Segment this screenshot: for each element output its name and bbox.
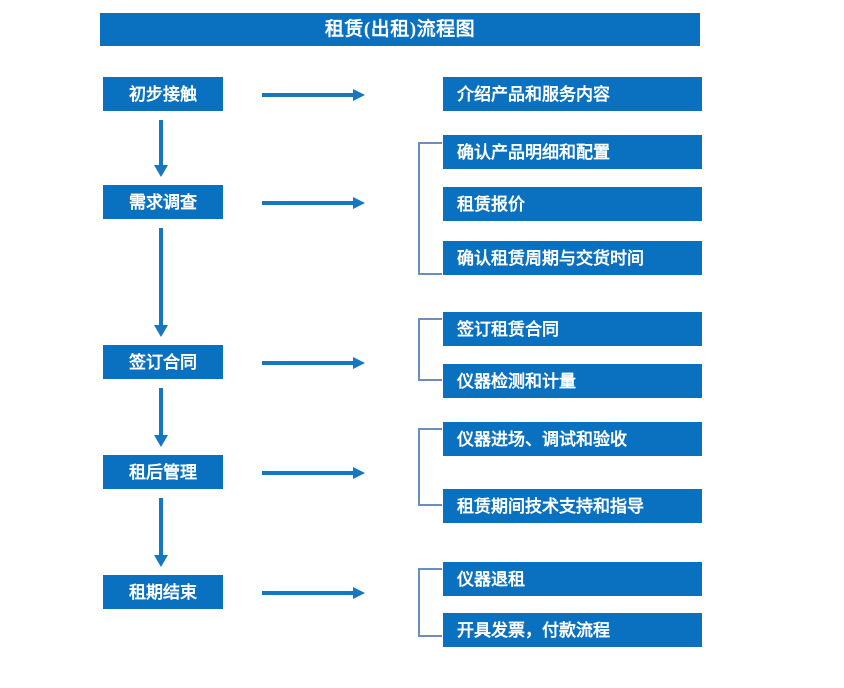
arrow-shaft [262,361,354,365]
down-arrow-icon [154,388,168,447]
right-arrow-icon [262,466,365,480]
detail-box[interactable]: 仪器进场、调试和验收 [443,422,702,456]
detail-box[interactable]: 租赁期间技术支持和指导 [443,489,702,523]
arrow-shaft [262,201,354,205]
detail-box[interactable]: 签订租赁合同 [443,312,702,346]
down-arrow-icon [154,120,168,177]
stage-box[interactable]: 租期结束 [103,575,223,609]
arrow-shaft [159,120,163,167]
detail-box[interactable]: 租赁报价 [443,187,702,221]
arrow-shaft [262,471,354,475]
arrow-head [353,587,365,599]
arrow-head [154,435,168,447]
group-bracket [418,318,442,381]
stage-box[interactable]: 签订合同 [103,345,223,379]
stage-box[interactable]: 租后管理 [103,455,223,489]
down-arrow-icon [154,498,168,567]
arrow-shaft [159,228,163,327]
arrow-head [353,357,365,369]
arrow-head [353,89,365,101]
arrow-head [353,197,365,209]
stage-box[interactable]: 需求调查 [103,185,223,219]
right-arrow-icon [262,88,365,102]
arrow-shaft [262,591,354,595]
detail-box[interactable]: 确认产品明细和配置 [443,135,702,169]
right-arrow-icon [262,196,365,210]
group-bracket [418,568,442,637]
down-arrow-icon [154,228,168,337]
detail-box[interactable]: 开具发票，付款流程 [443,613,702,647]
arrow-head [154,165,168,177]
detail-box[interactable]: 介绍产品和服务内容 [443,77,702,111]
group-bracket [418,428,442,506]
right-arrow-icon [262,586,365,600]
page-title: 租赁(出租)流程图 [100,13,700,46]
arrow-head [353,467,365,479]
arrow-shaft [159,498,163,557]
detail-box[interactable]: 确认租赁周期与交货时间 [443,241,702,275]
detail-box[interactable]: 仪器检测和计量 [443,364,702,398]
detail-box[interactable]: 仪器退租 [443,562,702,596]
arrow-head [154,325,168,337]
group-bracket [418,142,442,275]
stage-box[interactable]: 初步接触 [103,77,223,111]
arrow-shaft [262,93,354,97]
arrow-head [154,555,168,567]
right-arrow-icon [262,356,365,370]
arrow-shaft [159,388,163,437]
